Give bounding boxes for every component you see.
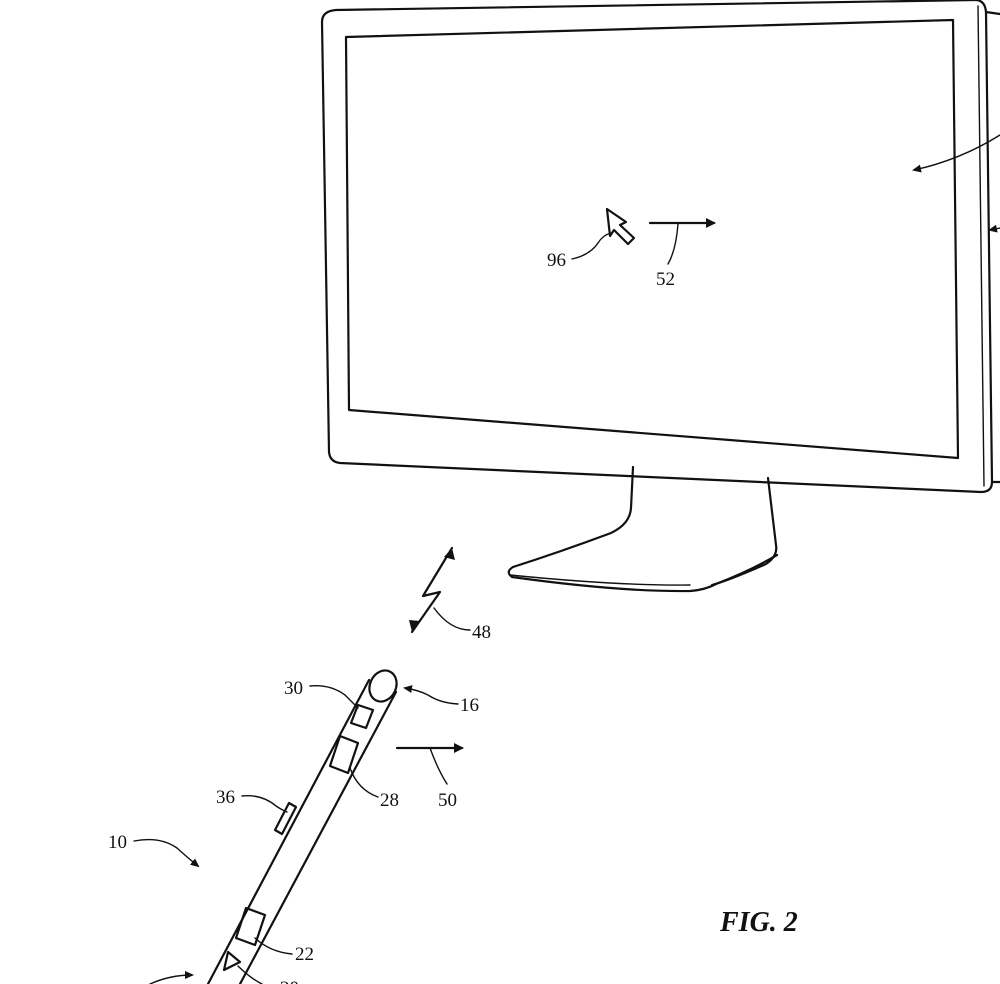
ref-36: 36 bbox=[216, 787, 235, 808]
ref-16: 16 bbox=[460, 695, 479, 716]
monitor-stand bbox=[511, 465, 635, 569]
ref-50: 50 bbox=[438, 790, 457, 811]
ref-52: 52 bbox=[656, 269, 675, 290]
stylus bbox=[206, 669, 398, 984]
display-monitor bbox=[320, 0, 1000, 593]
monitor-base bbox=[507, 553, 779, 593]
sensor-30 bbox=[349, 703, 375, 730]
leader-48 bbox=[433, 607, 471, 631]
ref-28: 28 bbox=[380, 790, 399, 811]
display-screen bbox=[344, 18, 960, 460]
leader-20 bbox=[237, 965, 263, 984]
triangle-icon bbox=[222, 950, 242, 972]
ref-20: 20 bbox=[280, 978, 299, 984]
leader-52 bbox=[667, 223, 679, 265]
ref-10: 10 bbox=[108, 832, 127, 853]
leader-22 bbox=[254, 937, 293, 955]
leader-28 bbox=[349, 767, 379, 798]
lightning-arrow-icon bbox=[409, 546, 455, 634]
leader-50 bbox=[429, 747, 448, 785]
leader-16 bbox=[403, 685, 459, 705]
figure-label: FIG. 2 bbox=[719, 907, 798, 938]
side-button bbox=[273, 801, 298, 836]
ref-48: 48 bbox=[472, 622, 491, 643]
pointer-arrow-icon bbox=[605, 207, 636, 246]
partial-arrow bbox=[149, 971, 194, 984]
ref-30: 30 bbox=[284, 678, 303, 699]
leader-36 bbox=[241, 795, 288, 813]
ref-22: 22 bbox=[295, 944, 314, 965]
sensor-28 bbox=[328, 734, 360, 775]
leader-10 bbox=[133, 838, 200, 868]
leader-30 bbox=[309, 685, 359, 709]
leader-96 bbox=[571, 232, 612, 260]
ref-96: 96 bbox=[547, 250, 566, 271]
sensor-22 bbox=[234, 906, 267, 947]
